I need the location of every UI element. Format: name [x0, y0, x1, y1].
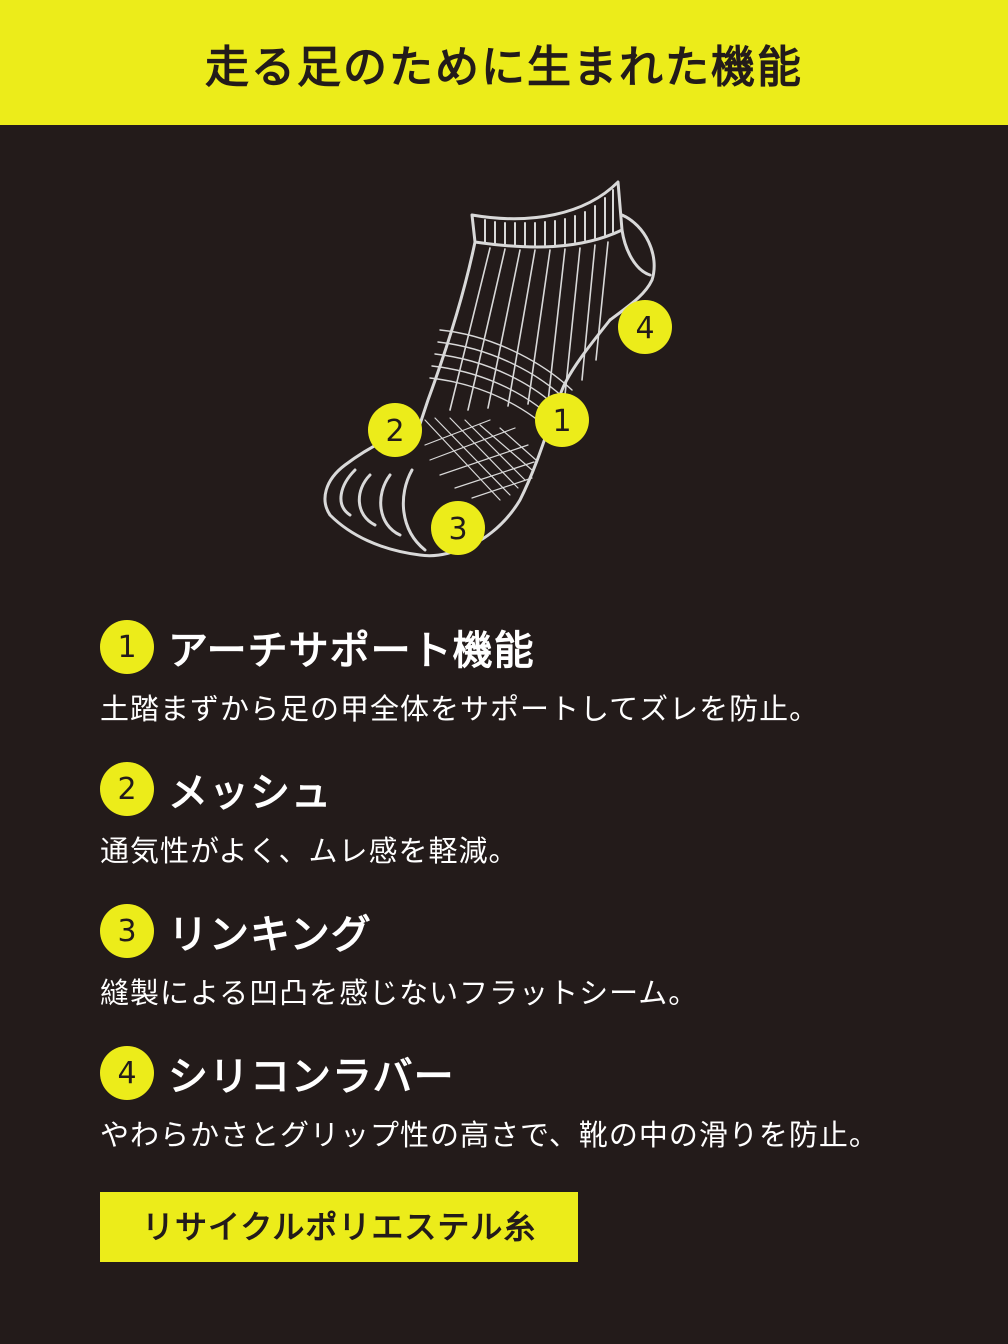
sock-body	[416, 240, 477, 432]
page-title: 走る足のために生まれた機能	[205, 41, 803, 93]
feature-number-badge: 3	[100, 904, 154, 958]
feature-description: 縫製による凹凸を感じないフラットシーム。	[100, 976, 699, 1010]
feature-list: 1 アーチサポート機能 土踏まずから足の甲全体をサポートしてズレを防止。 2 メ…	[100, 618, 980, 1186]
feature-item: 3 リンキング 縫製による凹凸を感じないフラットシーム。	[100, 902, 980, 1044]
feature-number-badge: 1	[100, 620, 154, 674]
material-tag: リサイクルポリエステル糸	[100, 1192, 579, 1262]
feature-description: 通気性がよく、ムレ感を軽減。	[100, 834, 519, 868]
feature-item: 1 アーチサポート機能 土踏まずから足の甲全体をサポートしてズレを防止。	[100, 618, 980, 760]
feature-title: アーチサポート機能	[168, 628, 535, 674]
feature-title: メッシュ	[168, 770, 332, 816]
marker-2: 2	[368, 403, 422, 457]
svg-text:4: 4	[635, 311, 654, 346]
svg-text:1: 1	[552, 404, 571, 439]
feature-number-badge: 4	[100, 1046, 154, 1100]
feature-item: 4 シリコンラバー やわらかさとグリップ性の高さで、靴の中の滑りを防止。	[100, 1044, 980, 1186]
feature-title: シリコンラバー	[168, 1054, 455, 1100]
svg-text:2: 2	[385, 414, 404, 449]
marker-1: 1	[535, 393, 589, 447]
svg-text:3: 3	[448, 512, 467, 547]
marker-3: 3	[431, 501, 485, 555]
marker-4: 4	[618, 300, 672, 354]
toe-sock-illustration: 1 2 3 4	[323, 180, 672, 558]
feature-description: 土踏まずから足の甲全体をサポートしてズレを防止。	[100, 692, 820, 726]
feature-title: リンキング	[168, 912, 372, 958]
sock-toes	[323, 428, 462, 558]
feature-description: やわらかさとグリップ性の高さで、靴の中の滑りを防止。	[100, 1118, 879, 1152]
feature-number-badge: 2	[100, 762, 154, 816]
feature-item: 2 メッシュ 通気性がよく、ムレ感を軽減。	[100, 760, 980, 902]
header-banner: 走る足のために生まれた機能	[0, 0, 1008, 125]
